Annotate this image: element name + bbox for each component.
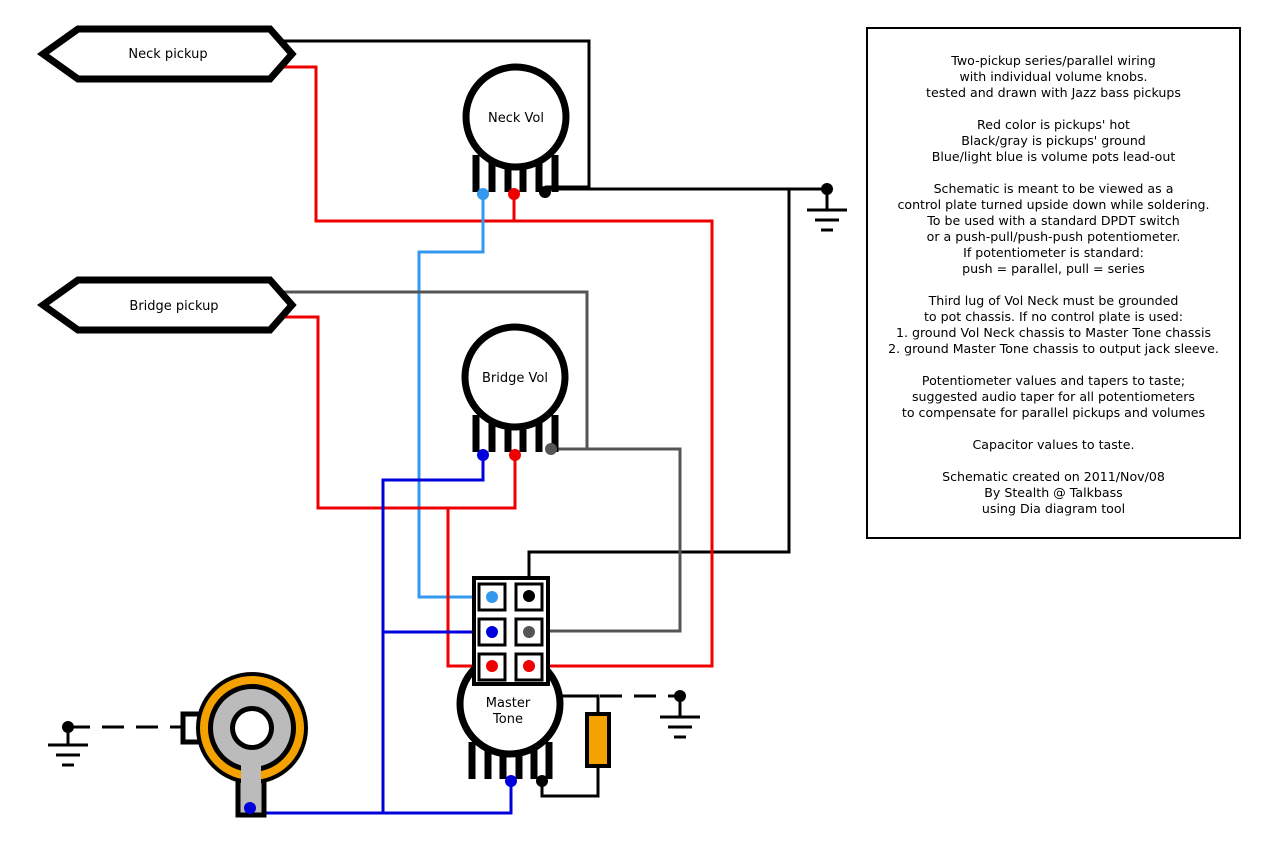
notes-line: Blue/light blue is volume pots lead-out <box>931 149 1176 164</box>
notes-line: Schematic is meant to be viewed as a <box>933 181 1174 196</box>
ground-symbol-main <box>807 189 847 232</box>
notes-line: To be used with a standard DPDT switch <box>927 213 1180 228</box>
wire-neck-hot <box>273 65 516 223</box>
neck-vol-label: Neck Vol <box>488 111 544 126</box>
notes-line: to pot chassis. If no control plate is u… <box>923 309 1184 324</box>
wires <box>68 39 827 815</box>
wire-tone-cap-top <box>556 694 600 712</box>
notes-line: 2. ground Master Tone chassis to output … <box>888 341 1219 356</box>
wire-tone-cap-bottom <box>540 768 600 798</box>
wire-neck-ground <box>273 39 591 189</box>
bridge-vol-label: Bridge Vol <box>482 371 548 386</box>
master-tone-label-line1: Master <box>486 696 531 711</box>
notes-line: Capacitor values to taste. <box>972 437 1135 452</box>
ground-symbol-tone <box>660 696 700 739</box>
bridge-vol-pot <box>461 323 569 452</box>
notes-line: tested and drawn with Jazz bass pickups <box>926 85 1181 100</box>
bridge-pickup: Bridge pickup <box>36 276 297 334</box>
wire-bridge-ground-switch <box>529 447 682 633</box>
notes-line: 1. ground Vol Neck chassis to Master Ton… <box>895 325 1212 340</box>
notes-line: By Stealth @ Talkbass <box>984 485 1123 500</box>
master-tone-label-line2: Tone <box>492 712 523 727</box>
wire-neck-hot-switch <box>514 219 714 668</box>
notes-line: using Dia diagram tool <box>981 501 1126 516</box>
notes-line: push = parallel, pull = series <box>962 261 1145 276</box>
neck-vol-pot <box>462 63 570 192</box>
wire-bridge-hot <box>273 315 517 510</box>
neck-pickup-label: Neck pickup <box>128 47 207 62</box>
wire-tone-to-jack <box>250 781 513 815</box>
notes-line: Red color is pickups' hot <box>977 117 1130 132</box>
wire-neck-leadout <box>417 194 491 599</box>
notes-line: Third lug of Vol Neck must be grounded <box>928 293 1179 308</box>
notes-line: Potentiometer values and tapers to taste… <box>921 373 1186 388</box>
tone-capacitor <box>585 712 611 768</box>
notes-line: to compensate for parallel pickups and v… <box>901 405 1206 420</box>
notes-line: Black/gray is pickups' ground <box>961 133 1146 148</box>
output-jack <box>180 672 308 818</box>
wire-ground-to-switch <box>527 189 791 596</box>
neck-pickup: Neck pickup <box>36 25 297 83</box>
notes-line: control plate turned upside down while s… <box>897 197 1210 212</box>
notes-paragraph: Potentiometer values and tapers to taste… <box>868 373 1239 421</box>
notes-line: Schematic created on 2011/Nov/08 <box>942 469 1165 484</box>
connection-dots <box>62 183 833 814</box>
bridge-pickup-label: Bridge pickup <box>129 299 218 314</box>
wire-bridge-leadout <box>381 455 485 813</box>
dpdt-switch <box>472 576 550 686</box>
notes-line: If potentiometer is standard: <box>963 245 1144 260</box>
notes-line: Two-pickup series/parallel wiring <box>951 53 1156 68</box>
notes-line: or a push-pull/push-push potentiometer. <box>926 229 1181 244</box>
notes-line: with individual volume knobs. <box>959 69 1148 84</box>
notes-line: suggested audio taper for all potentiome… <box>912 389 1195 404</box>
notes-paragraph: Capacitor values to taste. <box>868 437 1239 453</box>
